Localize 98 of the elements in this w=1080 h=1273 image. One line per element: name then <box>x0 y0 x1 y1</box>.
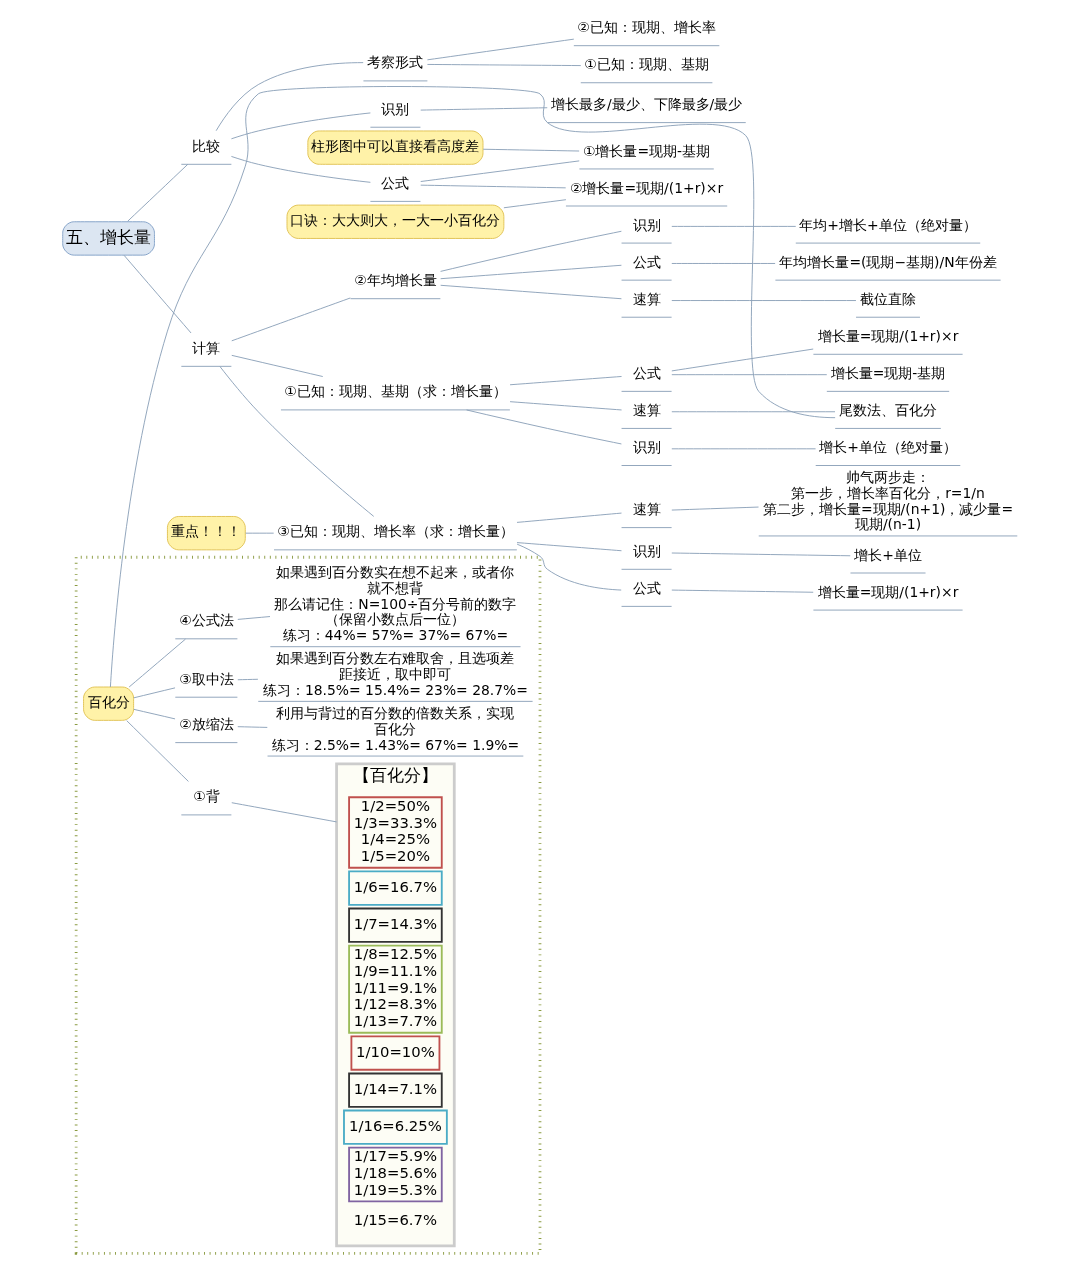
node-box: 1/7=14.3% <box>348 907 443 943</box>
connector <box>133 708 176 720</box>
connector <box>230 112 371 140</box>
node-box: 1/6=16.7% <box>348 870 443 906</box>
connector <box>440 284 622 300</box>
connector <box>466 409 622 445</box>
node-text: 速算 <box>632 402 661 418</box>
node-box: 1/2=50% 1/3=33.3% 1/4=25% 1/5=20% <box>348 796 443 869</box>
connector <box>245 532 275 534</box>
node-text: ②放缩法 <box>179 716 234 733</box>
node-text: ②年均增长量 <box>354 272 437 289</box>
node-text: 增长+单位 <box>854 546 922 563</box>
connector <box>127 163 189 222</box>
connector <box>237 726 268 728</box>
connector <box>426 38 575 61</box>
connector <box>123 254 192 334</box>
node-text: ④公式法 <box>179 612 234 629</box>
connector <box>671 411 836 413</box>
connector <box>420 107 548 111</box>
connector <box>516 542 622 552</box>
connector <box>671 448 817 450</box>
connector <box>671 374 828 376</box>
node-text: 识别 <box>632 216 661 233</box>
node-text: ①背 <box>193 788 220 805</box>
connector <box>671 225 797 227</box>
connector <box>426 63 582 67</box>
node-text: 公式 <box>632 253 661 270</box>
node-text: ③已知：现期、增长率（求：增长量） <box>277 523 514 540</box>
node-text: 年均+增长+单位（绝对量） <box>799 216 977 233</box>
node-text: 增长最多/最少、下降最多/最少 <box>550 96 743 113</box>
connector <box>671 300 857 301</box>
connector <box>109 86 836 688</box>
node-text: ②已知：现期、增长率 <box>577 19 716 36</box>
node-text: 公式 <box>632 579 661 596</box>
connector <box>231 354 324 377</box>
connector <box>230 155 371 183</box>
connector <box>133 687 176 699</box>
connector <box>671 589 814 593</box>
node-text: 识别 <box>381 100 410 117</box>
connector <box>671 506 759 511</box>
cluster <box>74 555 542 1255</box>
node-text: 增长量=现期/(1+r)×r <box>817 583 959 600</box>
connector <box>671 263 776 264</box>
node-box: 重点！！！ <box>166 516 246 551</box>
connector <box>237 616 271 620</box>
connector <box>231 297 351 342</box>
node-box: 1/14=7.1% <box>348 1072 443 1108</box>
node-text: 速算 <box>632 501 661 518</box>
node-text: ①已知：现期、基期（求：增长量） <box>284 383 507 400</box>
connector <box>503 199 567 209</box>
connector <box>482 148 580 152</box>
node-text: 增长+单位（绝对量） <box>819 439 957 456</box>
node-text: 速算 <box>632 290 661 307</box>
node-box: 1/8=12.5% 1/9=11.1% 1/11=9.1% 1/12=8.3% 1/13=7.7% <box>348 944 443 1034</box>
node-text: 如果遇到百分数实在想不起来，或者你就不想背 那么请记住：N=100÷百分号前的数字（保留小数点后一位） 练习：44%= 57%= 37%= 67%= <box>274 564 517 644</box>
node-text: 尾数法、百化分 <box>839 402 938 418</box>
connector <box>237 678 259 681</box>
node-text: ②增长量=现期/(1+r)×r <box>570 179 724 196</box>
connector <box>509 376 622 386</box>
connector <box>215 62 364 132</box>
node-text: 识别 <box>632 542 661 559</box>
node-text: 比较 <box>192 137 221 154</box>
node-text: 计算 <box>192 339 221 356</box>
node-text: 利用与背过的百分数的倍数关系，实现百化分 练习：2.5%= 1.43%= 67%= 1.9%= <box>271 705 520 753</box>
connector <box>231 802 338 823</box>
node-box: 五、增长量 <box>62 221 155 256</box>
connector <box>219 366 375 517</box>
node-text: ①已知：现期、基期 <box>584 56 709 73</box>
node-box: 柱形图中可以直接看高度差 <box>307 130 484 165</box>
connector <box>440 230 622 272</box>
node-text: ③取中法 <box>179 670 234 687</box>
node-box: 1/16=6.25% <box>343 1109 448 1145</box>
connector <box>509 401 622 411</box>
node-text: 公式 <box>632 364 661 381</box>
connector <box>420 184 567 189</box>
node-box: 百化分 <box>83 686 135 721</box>
node-text: 如果遇到百分数左右难取舍，且选项差距接近，取中即可 练习：18.5%= 15.4%= 23%= 28.7%= <box>262 650 528 698</box>
label: 1/15=6.7% <box>353 1211 438 1229</box>
node-text: 识别 <box>632 439 661 456</box>
node-text: 公式 <box>381 174 410 191</box>
connector <box>516 543 622 591</box>
connector <box>420 160 580 182</box>
connector <box>671 348 814 372</box>
node-box: 口诀：大大则大，一大一小百化分 <box>286 204 505 239</box>
node-box: 1/17=5.9% 1/18=5.6% 1/19=5.3% <box>348 1146 443 1203</box>
node-text: 考察形式 <box>367 54 424 71</box>
connector <box>126 720 189 782</box>
node-box: 1/10=10% <box>350 1035 441 1071</box>
node-text: 帅气两步走： 第一步，增长率百化分，r=1/n 第二步，增长量=现期/(n+1)，减少量=现期/(n-1) <box>762 469 1014 533</box>
connector <box>128 638 186 688</box>
node-text: 截位直除 <box>860 290 917 307</box>
connector <box>671 552 851 557</box>
node-text: ①增长量=现期-基期 <box>583 142 711 159</box>
node-text: 增长量=现期-基期 <box>830 364 946 381</box>
connector <box>516 512 622 523</box>
connector <box>440 264 622 280</box>
node-text: 增长量=现期/(1+r)×r <box>817 327 959 344</box>
node-text: 年均增长量=(现期−基期)/N年份差 <box>779 253 997 270</box>
